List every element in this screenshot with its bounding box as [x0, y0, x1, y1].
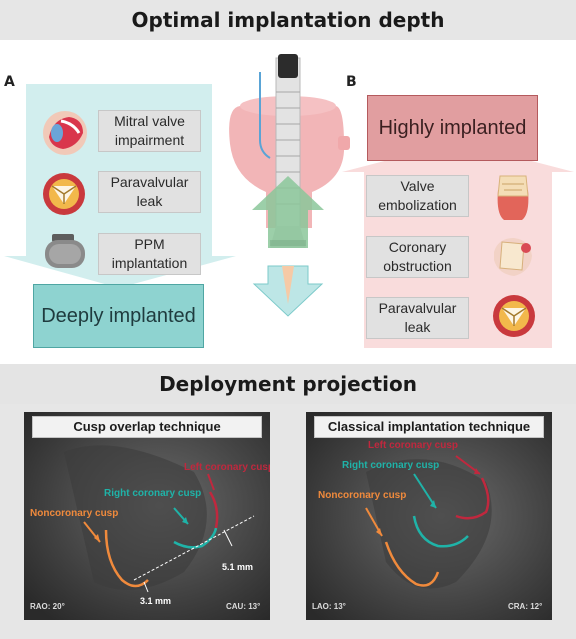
panel-b-letter: B	[346, 74, 357, 90]
right-coronary-label: Right coronary cusp	[342, 460, 440, 471]
highly-implanted-box: Highly implanted	[367, 95, 538, 161]
view-angle-right: CRA: 12°	[508, 602, 543, 611]
noncoronary-label: Noncoronary cusp	[318, 490, 407, 501]
classical-technique-xray: Classical implantation technique Left co…	[306, 412, 552, 620]
view-angle-left: LAO: 13°	[312, 602, 346, 611]
paravalvular-leak-label-b: Paravalvular leak	[366, 297, 469, 339]
pacemaker-label: PPM implantation	[98, 233, 201, 275]
bottom-title: Deployment projection	[0, 364, 576, 404]
classical-technique-drawing	[306, 412, 552, 620]
mitral-valve-label: Mitral valve impairment	[98, 110, 201, 152]
cusp-overlap-xray: Cusp overlap technique Left coronary cus…	[24, 412, 270, 620]
top-title: Optimal implantation depth	[0, 0, 576, 40]
paravalvular-leak-label-a: Paravalvular leak	[98, 171, 201, 213]
valve-embolization-label: Valve embolization	[366, 175, 469, 217]
coronary-obstruction-icon	[494, 238, 532, 276]
coronary-obstruction-label: Coronary obstruction	[366, 236, 469, 278]
pacemaker-icon	[45, 234, 85, 268]
measurement-5mm: 5.1 mm	[222, 562, 254, 572]
noncoronary-label: Noncoronary cusp	[30, 508, 119, 519]
mitral-valve-icon	[43, 111, 87, 155]
classical-technique-title: Classical implantation technique	[314, 416, 544, 438]
valve-depth-illustration	[229, 54, 350, 317]
panel-a-letter: A	[4, 74, 15, 90]
cusp-overlap-title: Cusp overlap technique	[32, 416, 262, 438]
view-angle-left: RAO: 20°	[30, 602, 65, 611]
deeply-implanted-box: Deeply implanted	[33, 284, 204, 348]
left-coronary-label: Left coronary cusp	[368, 440, 459, 451]
view-angle-right: CAU: 13°	[226, 602, 261, 611]
paravalvular-leak-icon	[493, 295, 535, 337]
paravalvular-leak-icon	[43, 173, 85, 215]
right-coronary-label: Right coronary cusp	[104, 488, 202, 499]
cusp-overlap-drawing	[24, 412, 270, 620]
valve-embolization-icon	[497, 175, 529, 220]
measurement-3mm: 3.1 mm	[140, 596, 172, 606]
left-coronary-label: Left coronary cusp	[184, 462, 270, 473]
